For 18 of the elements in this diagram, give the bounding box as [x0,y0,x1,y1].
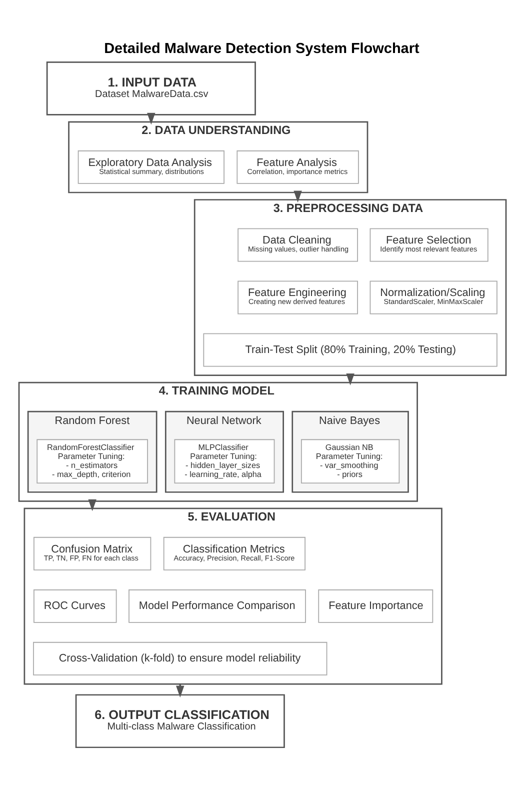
node-box: Data Cleaning Missing values, outlier handling [238,228,358,262]
node-box: Feature Selection Identify most relevant features [370,228,488,262]
node-box: Model Performance Comparison [128,589,306,623]
diagram-title: Detailed Malware Detection System Flowchart [104,40,420,57]
node-box: Confusion Matrix TP, TN, FP, FN for each class [33,536,152,570]
node-box: 6. OUTPUT CLASSIFICATION Multi-class Malware Classification [75,694,285,748]
node-box: Feature Importance [318,589,434,623]
node-box: Normalization/Scaling StandardScaler, MinMaxScaler [370,280,498,314]
node-box: RandomForestClassifier Parameter Tuning: - n_estimators - max_depth, criterion [36,439,148,484]
node-box: Classification Metrics Accuracy, Precision, Recall, F1-Score [163,536,306,570]
node-box: Train-Test Split (80% Training, 20% Testing) [203,333,498,367]
node-box: Feature Engineering Creating new derived features [238,280,358,314]
node-box: Feature Analysis Correlation, importance metrics [236,150,359,184]
node-box: MLPClassifier Parameter Tuning: - hidden_layer_sizes - learning_rate, alpha [174,439,275,484]
node-box: ROC Curves [33,589,117,623]
node-box: Cross-Validation (k-fold) to ensure model reliability [33,642,328,676]
node-box: Exploratory Data Analysis Statistical summary, distributions [78,150,224,184]
node-box: Gaussian NB Parameter Tuning: - var_smoothing - priors [300,439,400,484]
